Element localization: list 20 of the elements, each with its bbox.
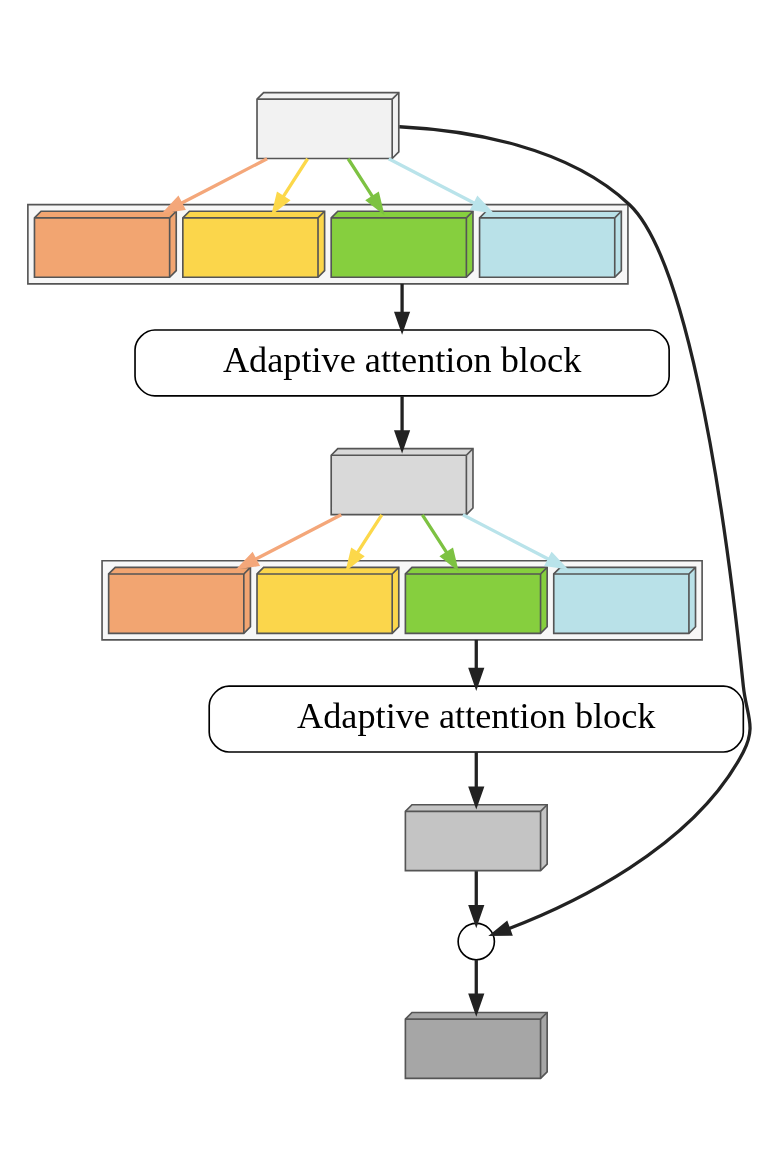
arrow	[271, 157, 309, 215]
arrow	[468, 870, 485, 928]
cluster	[101, 559, 703, 641]
arrow	[462, 512, 569, 569]
node-circle	[457, 922, 496, 961]
arrow	[468, 639, 485, 691]
node-box: Adaptive attention block	[208, 684, 745, 753]
arrow	[345, 513, 384, 571]
arrow	[387, 156, 495, 213]
cluster	[27, 203, 629, 285]
arrow	[394, 283, 411, 335]
arrow	[420, 513, 459, 571]
arrow	[346, 157, 385, 215]
arrow	[394, 395, 411, 453]
node-box: Adaptive attention block	[134, 328, 670, 397]
arrow	[468, 959, 485, 1017]
arrow	[235, 512, 343, 569]
arrow	[399, 124, 752, 936]
arrow	[468, 751, 485, 810]
arrow	[161, 156, 268, 213]
